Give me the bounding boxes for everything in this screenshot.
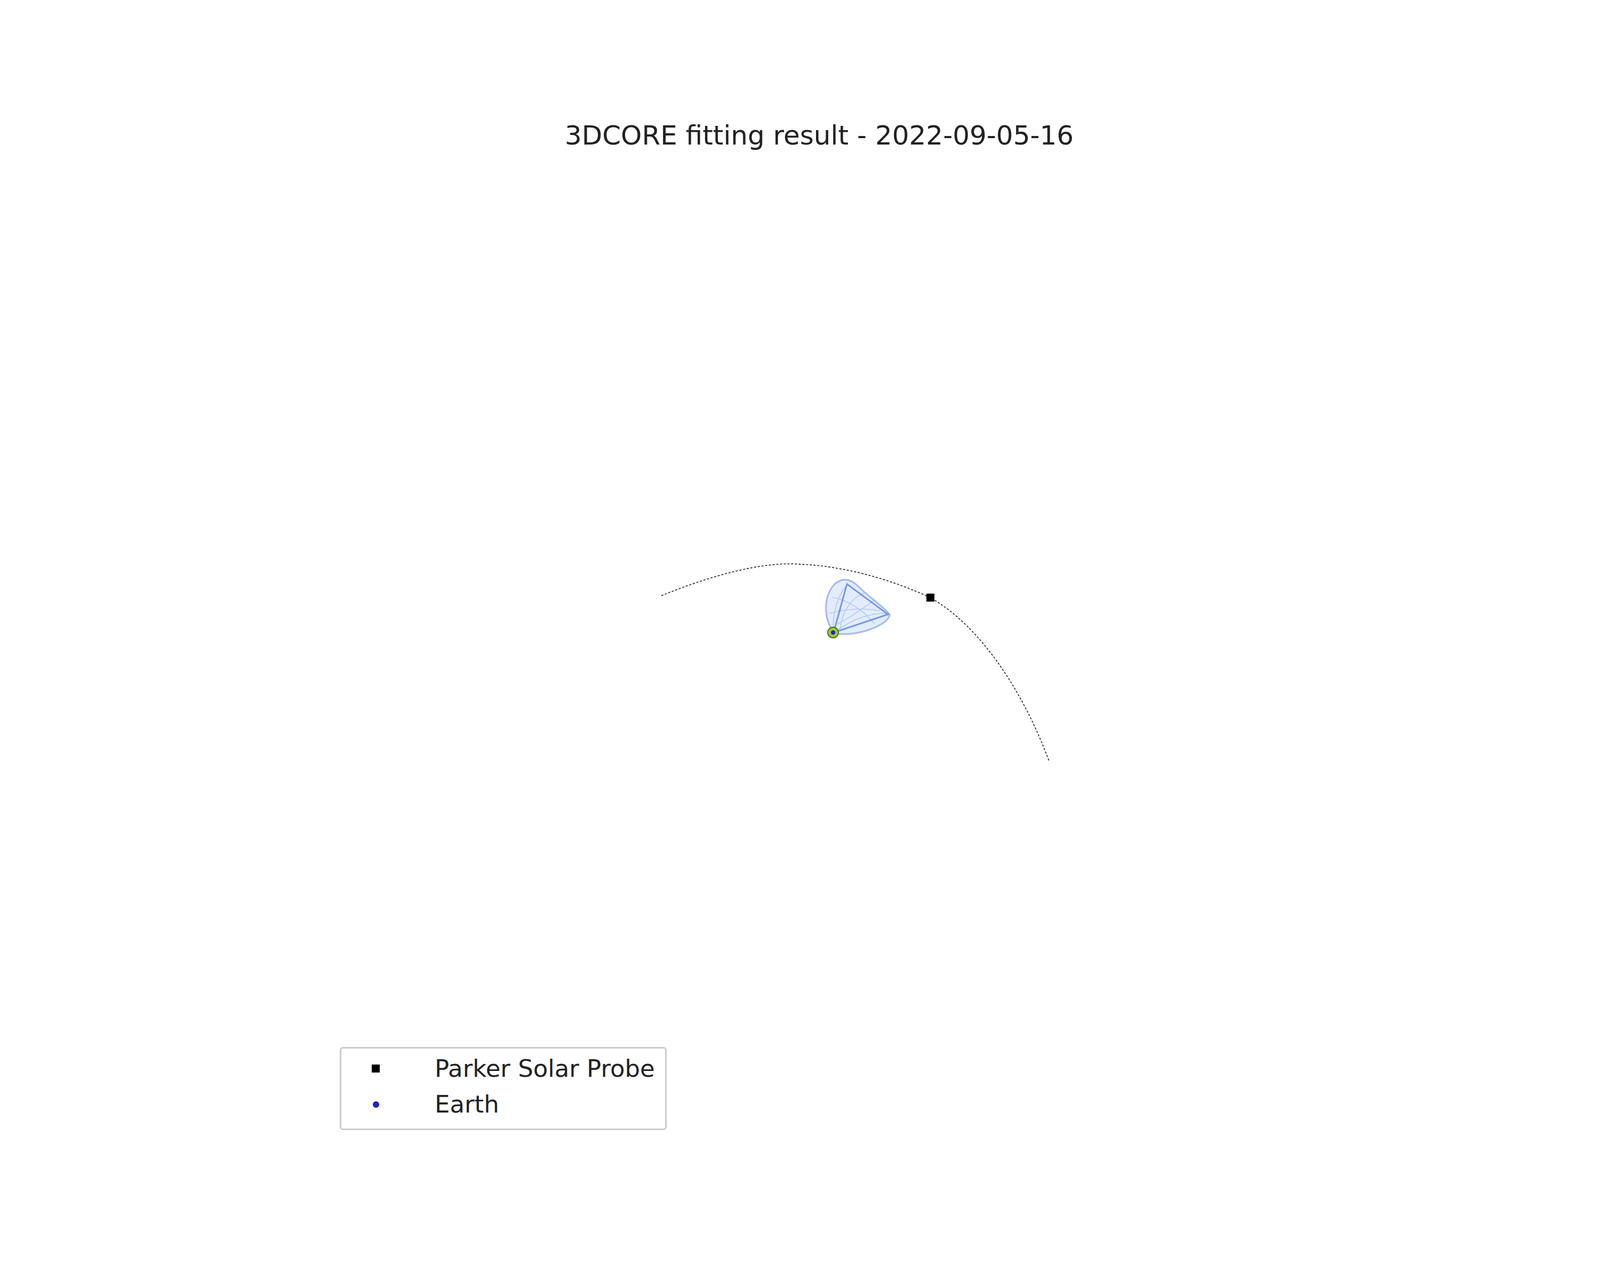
orbit-path	[661, 563, 1050, 762]
dot-marker	[372, 1101, 380, 1108]
legend-marker	[357, 1088, 400, 1121]
chart-title: 3DCORE fitting result - 2022-09-05-16	[564, 120, 1074, 151]
legend-box: Parker Solar ProbeEarth	[339, 1046, 667, 1131]
flux-rope	[826, 579, 890, 635]
earth-footprint	[827, 627, 839, 638]
earth-marker	[830, 630, 836, 635]
psp-marker	[926, 593, 935, 602]
flux-rope-axis	[833, 584, 888, 633]
flux-rope-mesh	[829, 586, 886, 633]
legend-marker	[357, 1052, 400, 1085]
legend-entry: Parker Solar Probe	[357, 1052, 658, 1085]
legend-label: Parker Solar Probe	[434, 1052, 655, 1085]
flux-rope-outline	[826, 579, 890, 635]
legend-label: Earth	[434, 1088, 500, 1121]
legend-entry: Earth	[357, 1088, 658, 1121]
square-marker	[371, 1064, 380, 1073]
